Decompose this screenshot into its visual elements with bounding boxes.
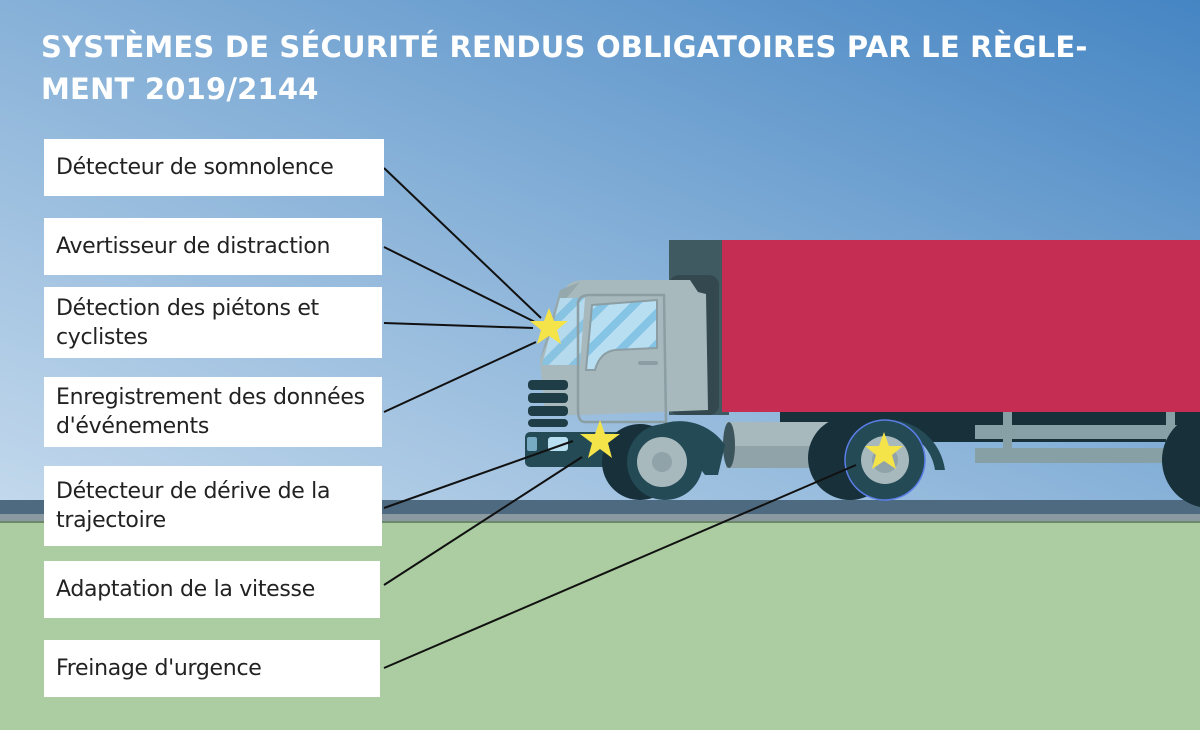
- connector-lines: [383, 167, 857, 669]
- label-speed-adaptation: Adaptation de la vitesse: [44, 561, 380, 618]
- label-pedestrian-cyclist-detection: Détection des piétons et cyclistes: [44, 287, 382, 358]
- label-text: Détection des piétons et cyclistes: [56, 295, 319, 350]
- label-text: Détecteur de somnolence: [56, 155, 334, 180]
- label-text: Freinage d'urgence: [56, 656, 262, 681]
- grass-ground: [0, 523, 1200, 730]
- wheel-star: [865, 432, 903, 469]
- label-text: Détecteur de dérive de la trajectoire: [56, 479, 331, 533]
- label-emergency-braking: Freinage d'urgence: [44, 640, 380, 697]
- title-line-1: SYSTÈMES DE SÉCURITÉ RENDUS OBLIGATOIRES…: [41, 30, 1088, 64]
- label-event-data-recorder: Enregistrement des données d'événements: [44, 377, 382, 447]
- bumper-star: [580, 420, 620, 458]
- label-text: Adaptation de la vitesse: [56, 577, 315, 602]
- page-title: SYSTÈMES DE SÉCURITÉ RENDUS OBLIGATOIRES…: [41, 26, 1101, 110]
- label-text: Enregistrement des données d'événements: [56, 385, 365, 439]
- label-lane-departure-warning: Détecteur de dérive de la trajectoire: [44, 466, 382, 546]
- title-line-2: MENT 2019/2144: [41, 72, 319, 106]
- label-drowsiness-detector: Détecteur de somnolence: [44, 139, 384, 196]
- label-text: Avertisseur de distraction: [56, 234, 331, 259]
- label-distraction-warning: Avertisseur de distraction: [44, 218, 382, 275]
- windshield: [542, 298, 585, 365]
- door-window: [584, 298, 658, 371]
- trailer-body: [722, 240, 1200, 412]
- windshield-star: [530, 308, 568, 344]
